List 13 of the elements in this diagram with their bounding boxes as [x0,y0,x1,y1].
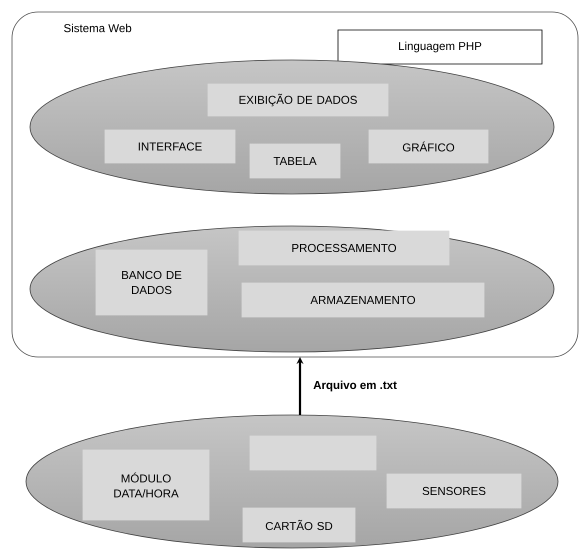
component-box: ARMAZENAMENTO [242,282,484,318]
component-box: INTERFACE [104,130,236,164]
edge-label: Arquivo em .txt [312,380,398,392]
component-box: CARTÃO SD [242,508,356,542]
component-box: GRÁFICO [368,130,488,164]
label-box: Linguagem PHP [338,30,542,64]
component-box: TABELA [250,144,340,178]
component-box: BANCO DE DADOS [96,250,208,316]
component-box: SENSORES [386,474,522,508]
component-box: MÓDULO DATA/HORA [82,450,210,520]
component-box [250,436,376,470]
component-box: EXIBIÇÃO DE DADOS [208,84,388,116]
component-box: PROCESSAMENTO [238,230,450,266]
